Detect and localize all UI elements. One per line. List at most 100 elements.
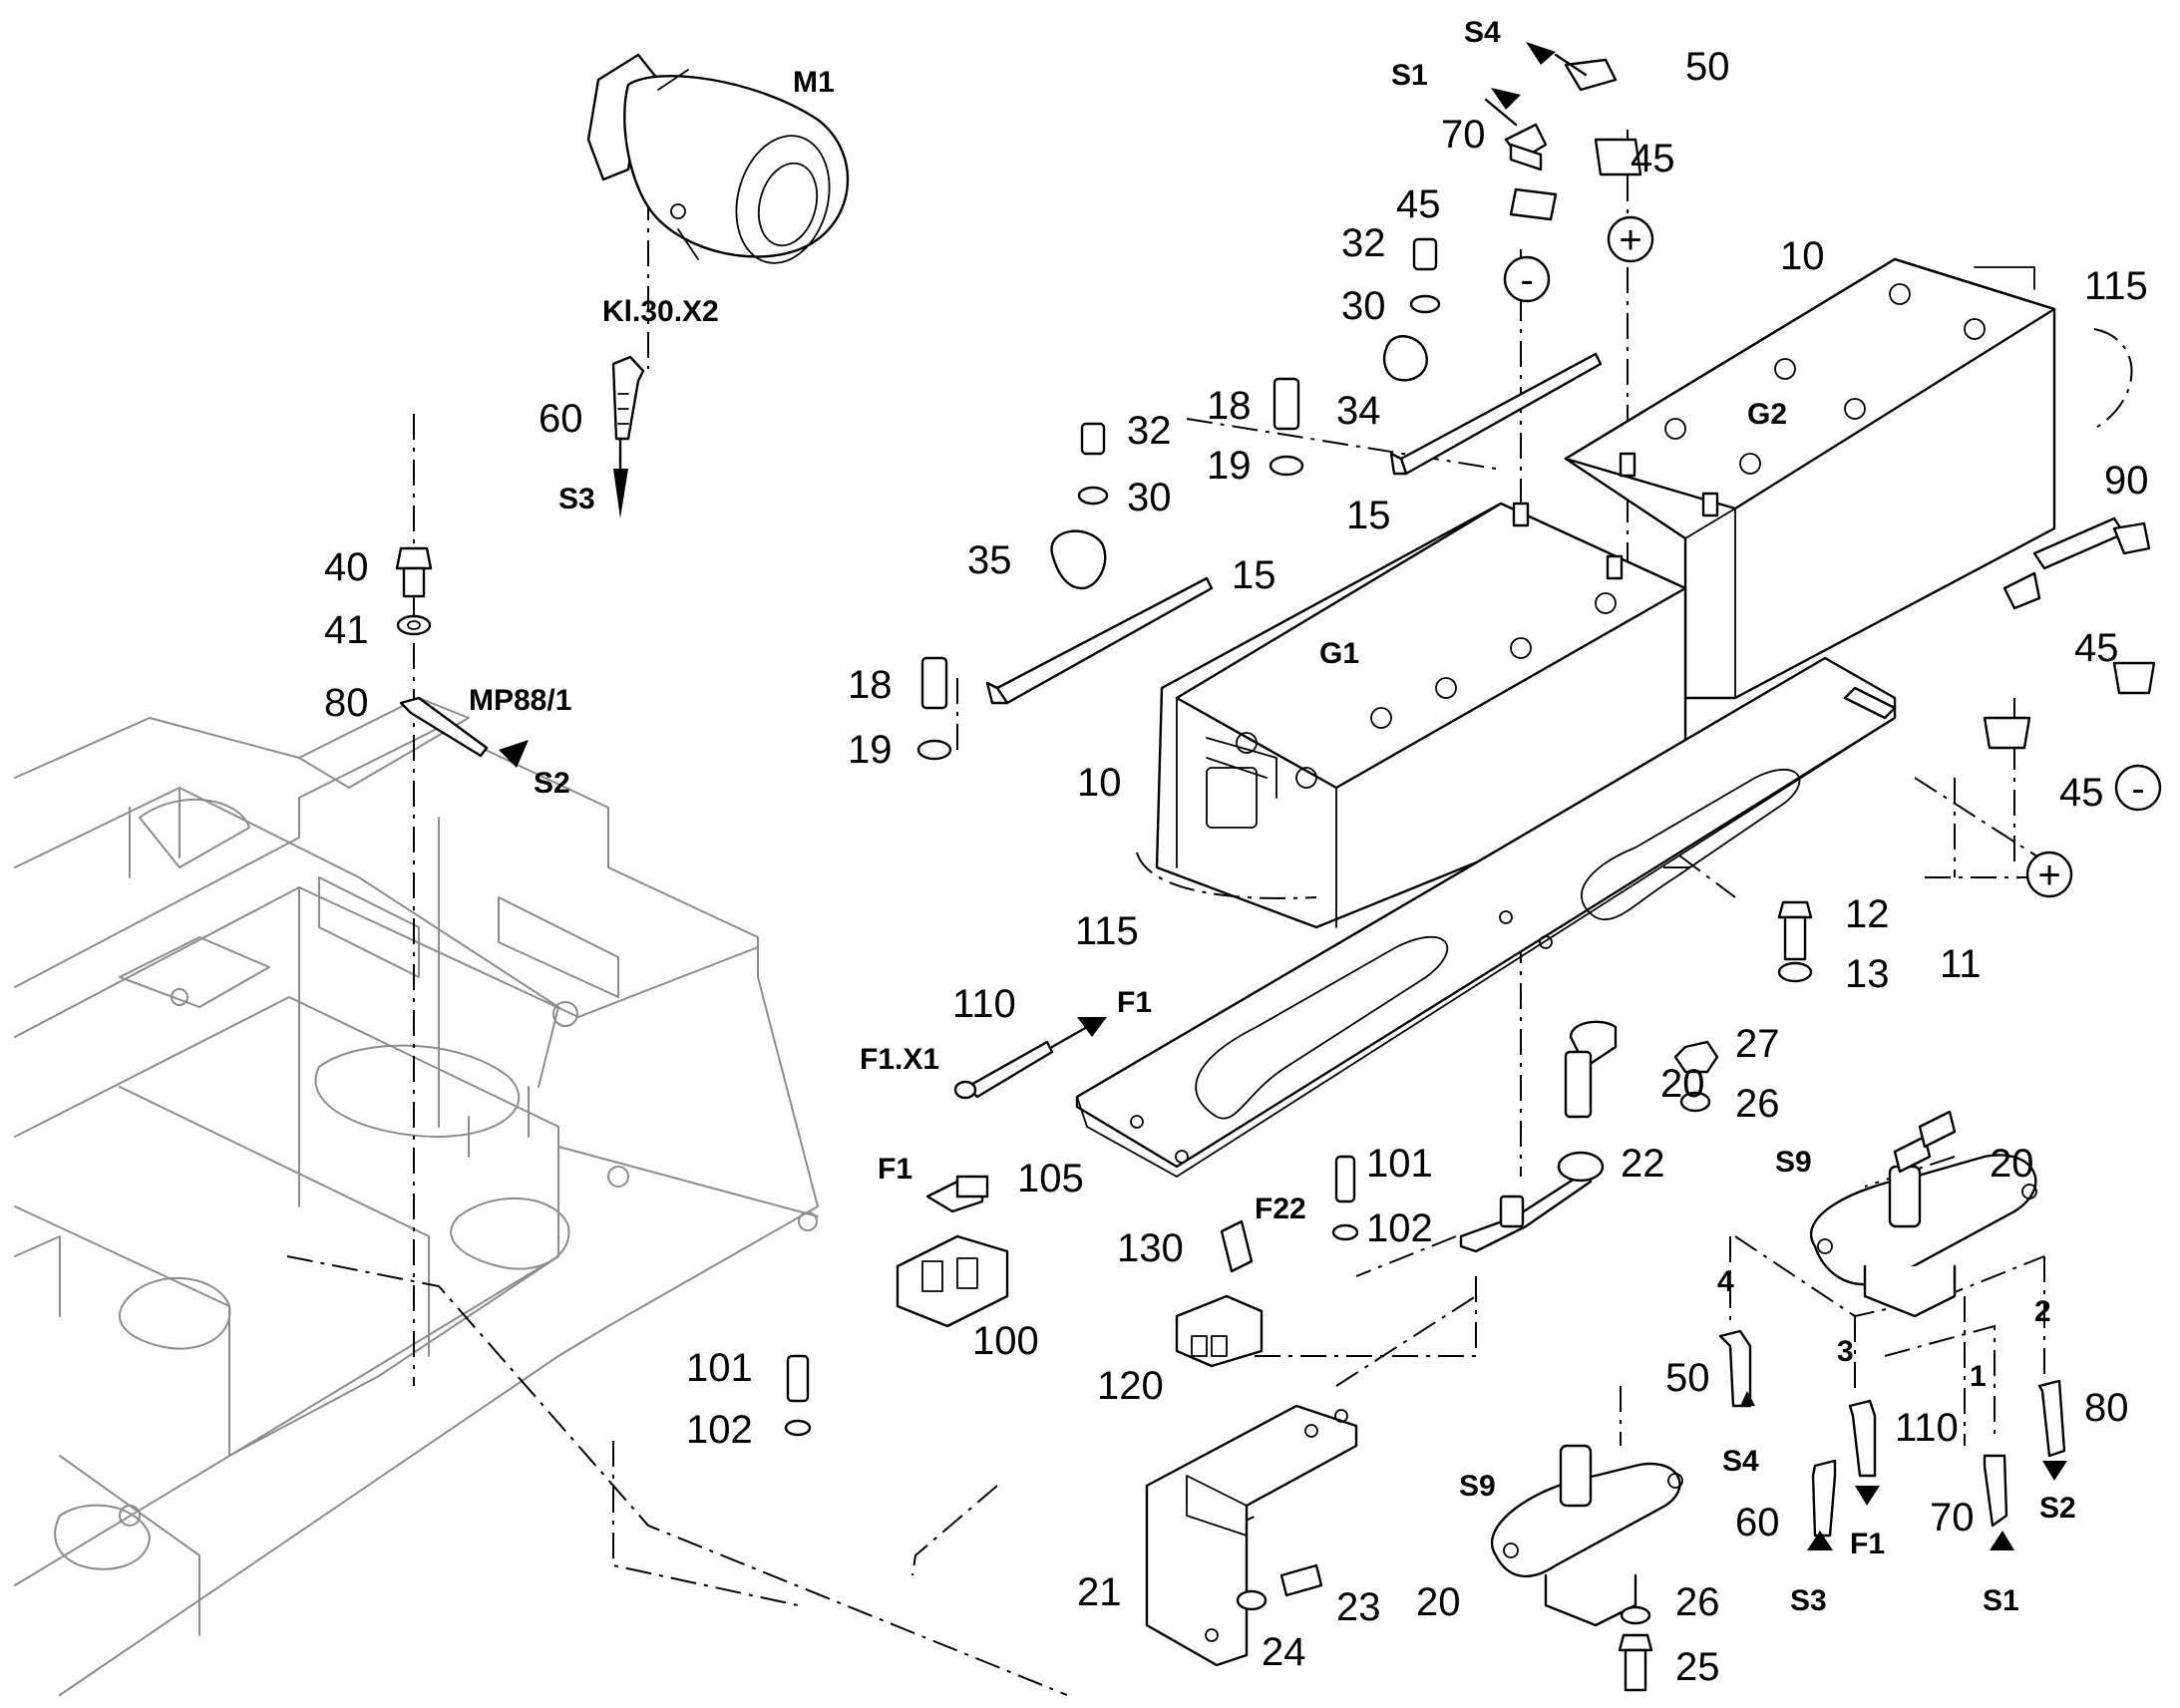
callout-35: 35 xyxy=(967,538,1012,582)
callout-120: 120 xyxy=(1097,1364,1164,1408)
label-s1-bottom: S1 xyxy=(1983,1584,2019,1617)
battery-switch-s9-right xyxy=(1809,1110,2037,1318)
vehicle-frame xyxy=(14,697,819,1696)
part-callouts: 10 10 11 12 13 15 15 18 18 19 19 20 20 2… xyxy=(324,45,2149,1689)
top-terminal-clamps xyxy=(1484,42,1642,221)
battery-g2 xyxy=(1564,257,2056,700)
callout-20: 20 xyxy=(1660,1062,1705,1106)
callout-90: 90 xyxy=(2104,459,2149,503)
callout-11: 11 xyxy=(1940,942,1982,986)
svg-text:+: + xyxy=(2037,854,2060,897)
callout-105: 105 xyxy=(1017,1157,1084,1200)
callout-45: 45 xyxy=(2059,771,2104,815)
callout-45: 45 xyxy=(2074,626,2119,670)
polarity-markers: - + - + xyxy=(1503,215,2162,898)
callout-10: 10 xyxy=(1780,234,1825,278)
label-kl30x2: Kl.30.X2 xyxy=(602,295,719,328)
label-f1x1: F1.X1 xyxy=(860,1043,939,1076)
relay-120-and-fuse-130 xyxy=(1175,1219,1264,1368)
bottom-right-lugs xyxy=(1718,1329,2067,1550)
label-s9-right: S9 xyxy=(1775,1146,1812,1179)
callout-115: 115 xyxy=(2084,264,2148,308)
callout-70: 70 xyxy=(1441,113,1486,157)
plus-circle-right xyxy=(2025,851,2073,898)
callout-25: 25 xyxy=(1675,1645,1720,1689)
battery-switch-s9-bottom xyxy=(1490,1444,1683,1627)
callout-40: 40 xyxy=(324,545,369,589)
callout-23: 23 xyxy=(1336,1585,1381,1629)
callout-80: 80 xyxy=(2084,1386,2129,1430)
terminal-3: 3 xyxy=(1837,1335,1854,1368)
callout-110: 110 xyxy=(952,982,1016,1026)
callout-101: 101 xyxy=(686,1346,753,1390)
label-s2-mid: S2 xyxy=(534,767,570,800)
callout-80: 80 xyxy=(324,681,369,725)
callout-15: 15 xyxy=(1346,494,1391,537)
terminal-4: 4 xyxy=(1717,1265,1734,1298)
callout-100: 100 xyxy=(972,1319,1039,1363)
bolt-washer-lug-left xyxy=(395,546,529,768)
carrier-plate-11 xyxy=(1075,656,1897,1178)
arrow-s4-bottom xyxy=(1740,1391,1755,1406)
fuse-holder-assembly xyxy=(896,1017,1107,1328)
callout-18: 18 xyxy=(1207,384,1252,428)
screws-and-clips xyxy=(1050,237,1441,590)
callout-30: 30 xyxy=(1341,284,1386,328)
switch-leaders xyxy=(1729,1236,1966,1446)
label-g2: G2 xyxy=(1747,398,1787,431)
callout-12: 12 xyxy=(1845,892,1890,936)
callout-50: 50 xyxy=(1685,45,1730,89)
callout-110: 110 xyxy=(1895,1406,1959,1450)
label-s1-top: S1 xyxy=(1391,59,1428,92)
label-s3-top: S3 xyxy=(558,483,595,515)
plate-fasteners xyxy=(1673,900,1813,1113)
callout-41: 41 xyxy=(324,608,369,652)
callout-60: 60 xyxy=(1735,1501,1780,1544)
callout-20: 20 xyxy=(1416,1580,1461,1624)
callout-20: 20 xyxy=(1990,1142,2034,1186)
callout-19: 19 xyxy=(848,728,893,772)
minus-circle-right xyxy=(2114,764,2162,812)
callout-21: 21 xyxy=(1077,1570,1122,1614)
label-f1-fuse: F1 xyxy=(878,1153,912,1186)
callout-19: 19 xyxy=(1207,444,1252,488)
minus-circle-top xyxy=(1503,255,1551,303)
callout-24: 24 xyxy=(1262,1630,1306,1674)
label-m1: M1 xyxy=(793,66,835,99)
arrow-s4-top xyxy=(1526,42,1556,65)
callout-10: 10 xyxy=(1077,761,1122,805)
callout-50: 50 xyxy=(1665,1356,1710,1400)
label-s2-bottom: S2 xyxy=(2039,1492,2076,1525)
callout-18: 18 xyxy=(848,663,893,707)
arrow-s1-bottom xyxy=(1990,1531,2014,1550)
label-s3-bottom: S3 xyxy=(1790,1584,1827,1617)
mounting-bracket-21 xyxy=(1145,1404,1358,1667)
cable-lug-60-top xyxy=(611,355,645,518)
callout-130: 130 xyxy=(1117,1226,1184,1270)
arrow-f1-bottom xyxy=(1855,1486,1880,1506)
arrow-s2-bottom xyxy=(2042,1461,2067,1481)
callout-22: 22 xyxy=(1621,1142,1665,1186)
callout-45: 45 xyxy=(1396,182,1441,226)
callout-32: 32 xyxy=(1127,409,1172,453)
callout-26: 26 xyxy=(1735,1082,1780,1126)
component-labels: M1 Kl.30.X2 MP88/1 G1 G2 F1.X1 F1 F1 F1 … xyxy=(469,16,2076,1617)
terminal-1: 1 xyxy=(1970,1360,1987,1393)
callout-101: 101 xyxy=(1366,1142,1433,1186)
callout-34: 34 xyxy=(1336,389,1381,433)
screws-18-washers-19 xyxy=(916,377,1304,761)
callout-32: 32 xyxy=(1341,221,1386,265)
callout-70: 70 xyxy=(1930,1496,1975,1539)
label-f22: F22 xyxy=(1255,1193,1306,1225)
label-s4-top: S4 xyxy=(1464,16,1501,49)
label-g1: G1 xyxy=(1319,637,1359,670)
bottom-fasteners xyxy=(1618,1605,1653,1692)
screws-101-washers-102 xyxy=(784,1155,1359,1437)
callout-27: 27 xyxy=(1735,1022,1780,1066)
label-mp88: MP88/1 xyxy=(469,684,571,717)
callout-102: 102 xyxy=(1366,1206,1433,1250)
callout-26: 26 xyxy=(1675,1580,1720,1624)
callout-45: 45 xyxy=(1631,137,1675,180)
callout-102: 102 xyxy=(686,1408,753,1452)
